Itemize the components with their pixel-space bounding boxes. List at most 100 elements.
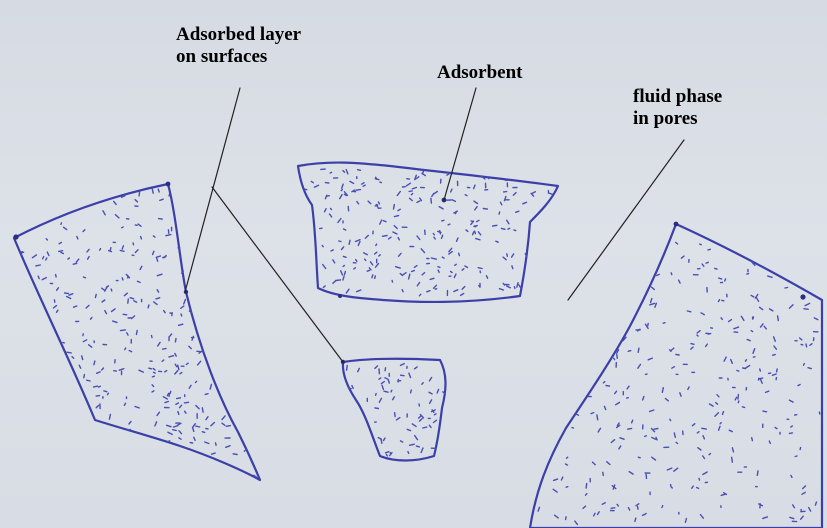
stipple-dot xyxy=(178,365,179,369)
stipple-dot xyxy=(430,278,434,279)
stipple-dot xyxy=(415,436,418,440)
stipple-dot xyxy=(385,378,387,379)
stipple-dot xyxy=(652,457,656,460)
stipple-dot xyxy=(407,183,411,186)
stipple-dot xyxy=(340,195,342,199)
stipple-dot xyxy=(815,502,816,505)
stipple-dot xyxy=(681,256,684,258)
stipple-dot xyxy=(196,381,197,382)
stipple-dot xyxy=(760,369,761,371)
stipple-dot xyxy=(410,444,415,445)
stipple-dot xyxy=(769,441,770,443)
stipple-dot xyxy=(734,327,739,329)
stipple-dot xyxy=(735,397,736,400)
stipple-dot xyxy=(73,263,77,264)
leader-adsorbed-layer-left xyxy=(185,88,240,292)
stipple-dot xyxy=(357,202,359,204)
stipple-dot xyxy=(454,290,458,292)
stipple-dot xyxy=(706,344,708,346)
stipple-dot xyxy=(375,252,377,254)
stipple-dot xyxy=(77,237,78,239)
stipple-dot xyxy=(466,230,468,232)
stipple-dot xyxy=(356,240,361,242)
stipple-dot xyxy=(663,323,665,324)
stipple-dot xyxy=(478,232,480,235)
stipple-dot xyxy=(399,253,401,256)
stipple-dot xyxy=(166,235,171,236)
stipple-dot xyxy=(96,396,99,397)
stipple-dot xyxy=(676,242,678,244)
stipple-dot xyxy=(379,378,381,379)
stipple-dot xyxy=(181,306,184,308)
stipple-dot xyxy=(751,331,752,332)
stipple-dot xyxy=(193,427,194,431)
stipple-dot xyxy=(800,448,801,450)
stipple-dot xyxy=(576,414,579,415)
stipple-dot xyxy=(139,192,140,196)
stipple-dot xyxy=(697,432,699,433)
stipple-dot xyxy=(691,344,694,345)
stipple-dot xyxy=(59,251,63,252)
stipple-dot xyxy=(751,295,754,297)
stipple-dot xyxy=(375,366,378,369)
stipple-dot xyxy=(179,438,181,439)
stipple-dot xyxy=(189,385,191,388)
stipple-dot xyxy=(561,477,562,480)
stipple-dot xyxy=(473,232,474,235)
stipple-dot xyxy=(409,373,411,377)
fluid-phase-label-line-1: fluid phase xyxy=(633,86,722,108)
stipple-dot xyxy=(806,344,807,347)
stipple-dot xyxy=(699,478,700,480)
stipple-dot xyxy=(724,357,726,361)
stipple-dot xyxy=(389,237,392,239)
stipple-dot xyxy=(178,412,179,415)
stipple-dot xyxy=(153,251,154,254)
stipple-dot xyxy=(69,294,73,296)
stipple-dot xyxy=(56,275,57,278)
stipple-dot xyxy=(477,220,479,221)
stipple-dot xyxy=(500,202,501,205)
stipple-dot xyxy=(384,438,386,440)
stipple-dot xyxy=(429,425,431,427)
stipple-dot xyxy=(402,273,406,276)
stipple-dot xyxy=(412,188,416,189)
stipple-dot xyxy=(383,236,388,237)
stipple-dot xyxy=(362,183,365,185)
stipple-dot xyxy=(129,351,131,352)
stipple-dot xyxy=(691,347,693,349)
stipple-dot xyxy=(674,468,678,471)
stipple-dot xyxy=(611,508,615,509)
stipple-dot xyxy=(670,350,671,351)
stipple-dot xyxy=(121,330,126,331)
stipple-dot xyxy=(721,494,725,495)
stipple-dot xyxy=(513,193,516,196)
stipple-dot xyxy=(95,294,96,297)
stipple-dot xyxy=(716,403,718,405)
stipple-dot xyxy=(532,192,535,194)
stipple-dot xyxy=(196,406,199,409)
stipple-dot xyxy=(531,193,534,196)
stipple-dot xyxy=(503,257,506,260)
stipple-dot xyxy=(474,201,478,203)
stipple-dot xyxy=(381,440,382,444)
stipple-dot xyxy=(325,195,326,198)
stipple-dot xyxy=(606,386,610,387)
stipple-dot xyxy=(419,416,421,418)
stipple-dot xyxy=(322,246,323,247)
stipple-dot xyxy=(454,211,457,213)
stipple-dot xyxy=(638,364,641,368)
stipple-dot xyxy=(697,331,700,333)
leader-adsorbent xyxy=(444,88,476,200)
fluid-phase-label-line-2: in pores xyxy=(633,108,722,130)
stipple-dot xyxy=(343,256,346,257)
stipple-dot xyxy=(412,424,416,427)
stipple-dot xyxy=(226,446,230,448)
stipple-dot xyxy=(438,270,439,272)
stipple-dot xyxy=(462,269,464,271)
stipple-dot xyxy=(717,395,719,397)
stipple-dot xyxy=(89,345,92,347)
stipple-right-particle xyxy=(538,242,820,524)
stipple-dot xyxy=(65,293,69,294)
stipple-dot xyxy=(421,249,424,253)
stipple-dot xyxy=(330,214,332,217)
